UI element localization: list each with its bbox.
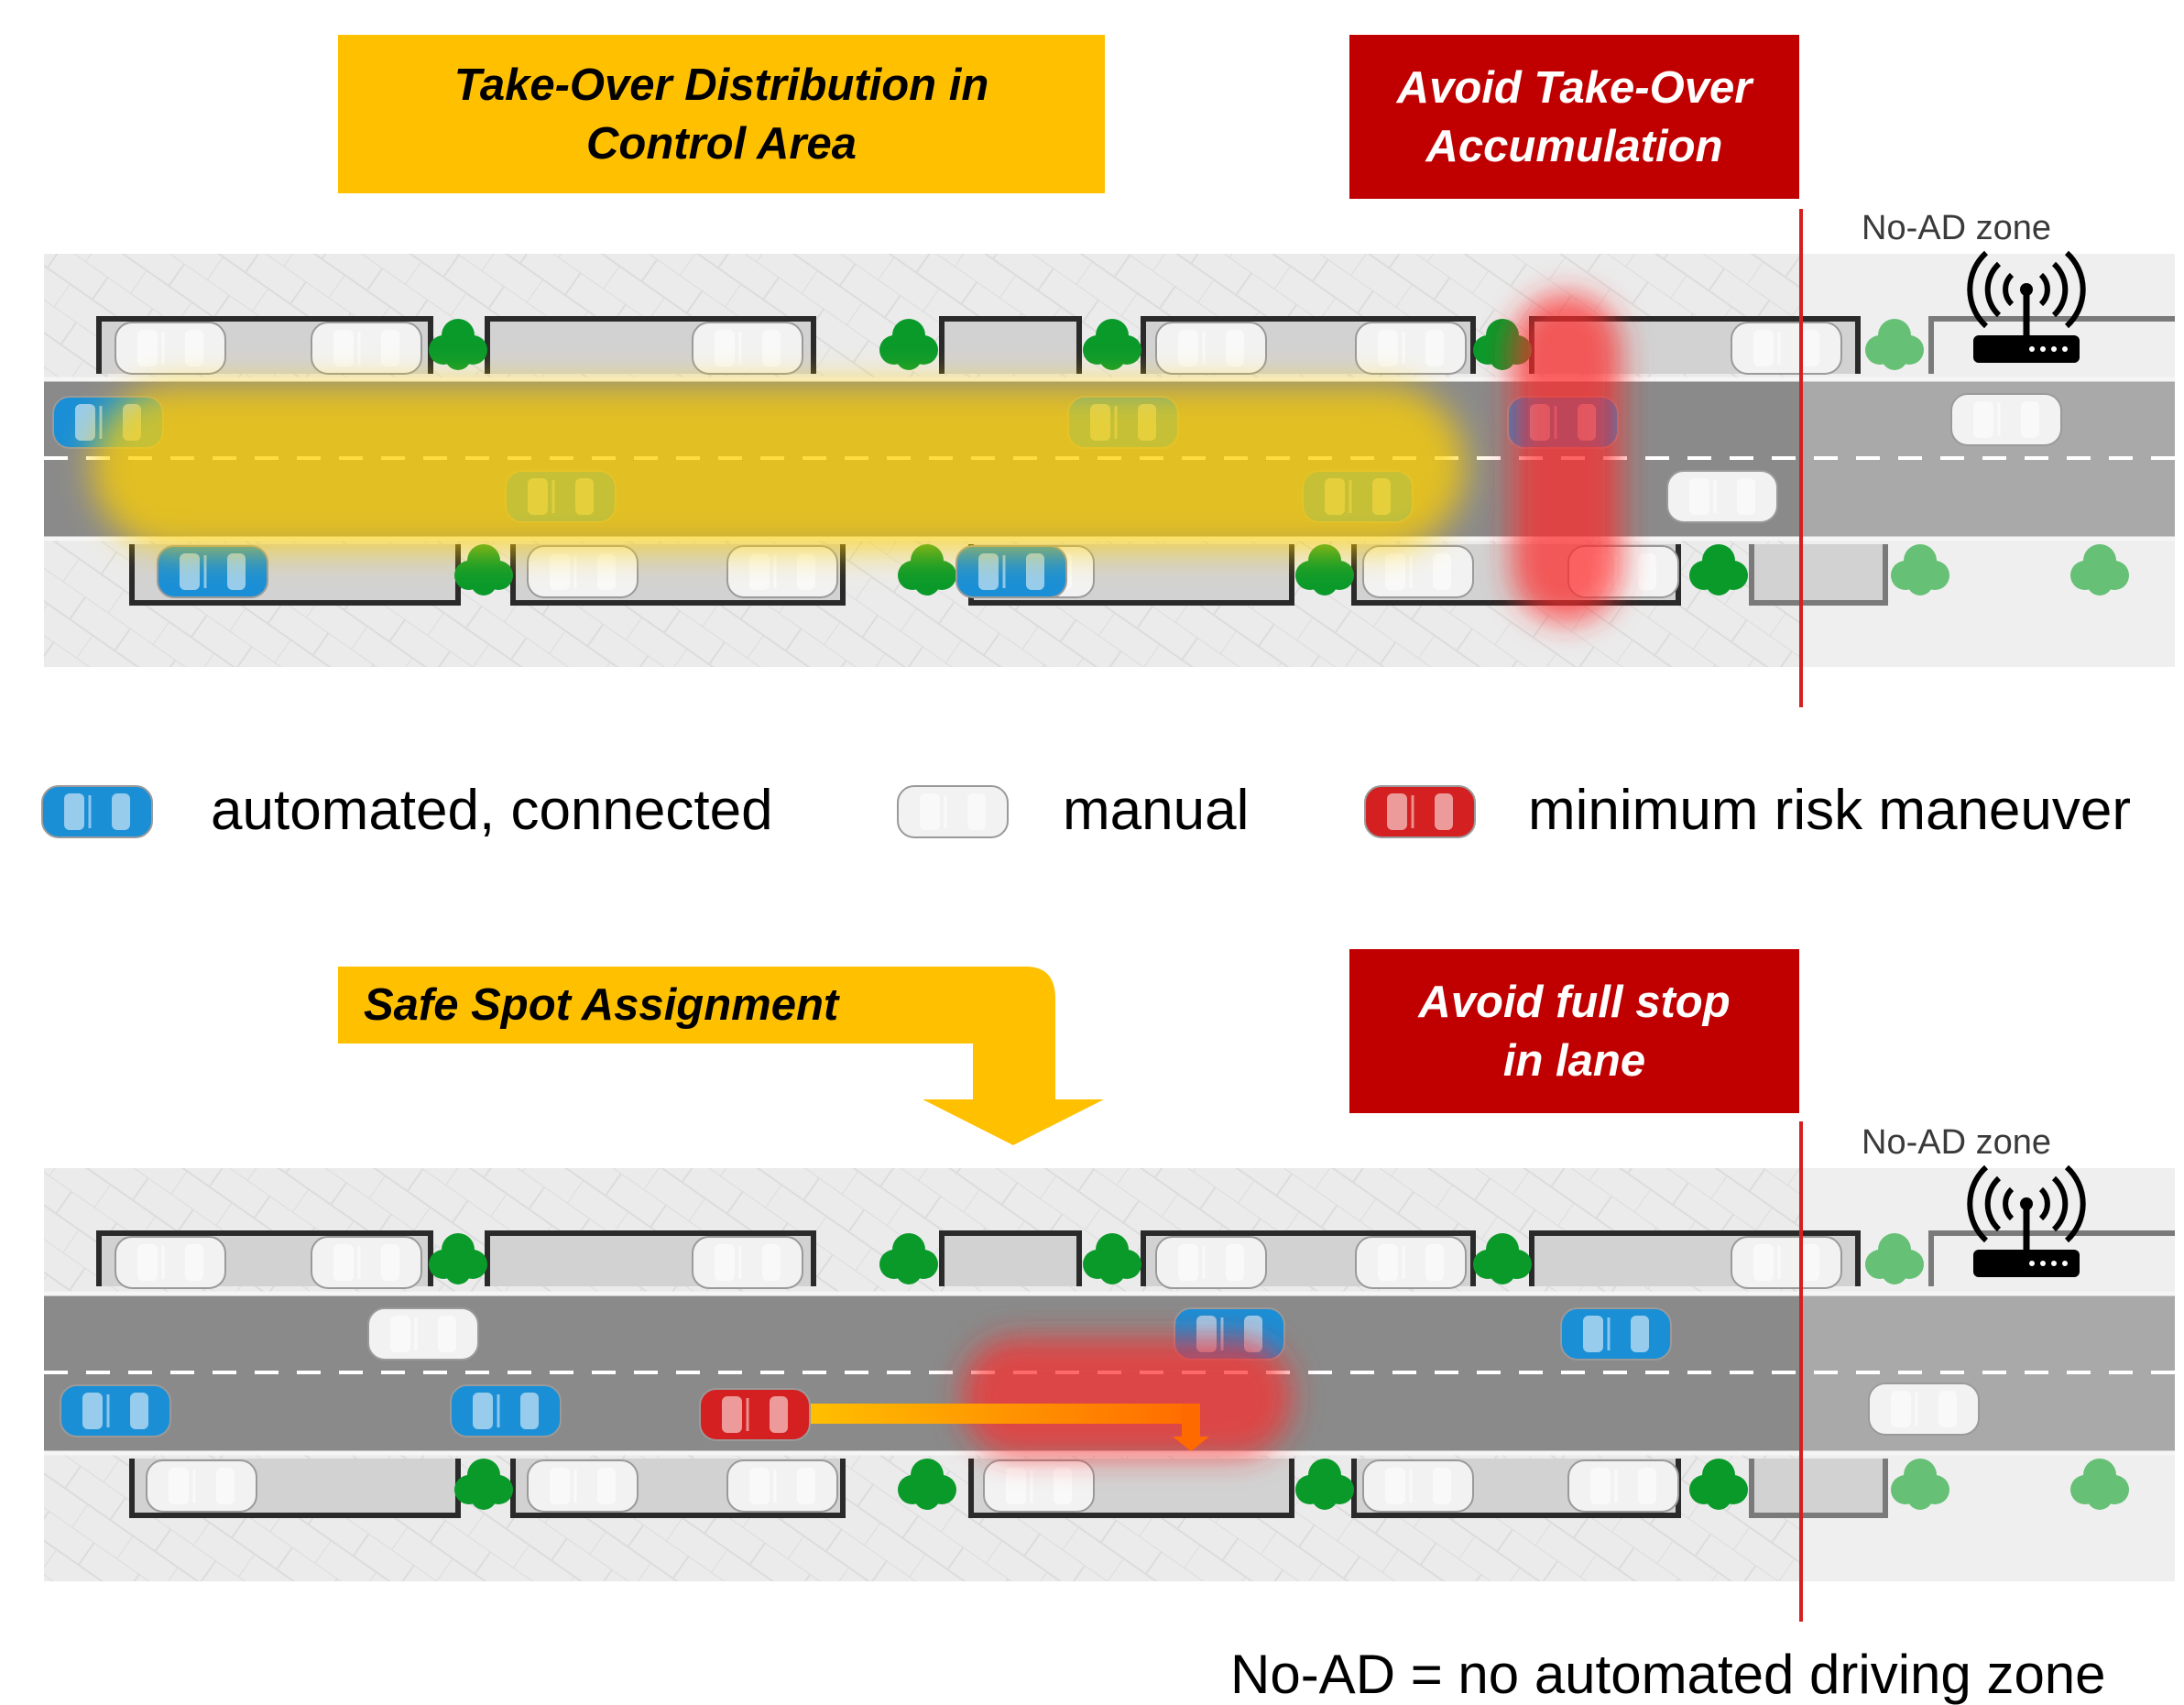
bottom-road-scene [44,967,2175,1622]
mrm-target-area [962,1338,1292,1457]
legend [40,784,1477,839]
take-over-distribution-area [92,385,1466,550]
legend-manual-car [896,784,1010,839]
legend-automated-car [40,784,154,839]
mrm-trajectory-arrow [806,1404,1209,1451]
road [44,1292,1803,1455]
take-over-accumulation-area [1512,293,1622,623]
safe-spot-arrow [338,967,1104,1145]
legend-mrm-car [1363,784,1477,839]
top-road-scene [44,209,2175,707]
minimum-risk-maneuver-car [698,1387,812,1442]
